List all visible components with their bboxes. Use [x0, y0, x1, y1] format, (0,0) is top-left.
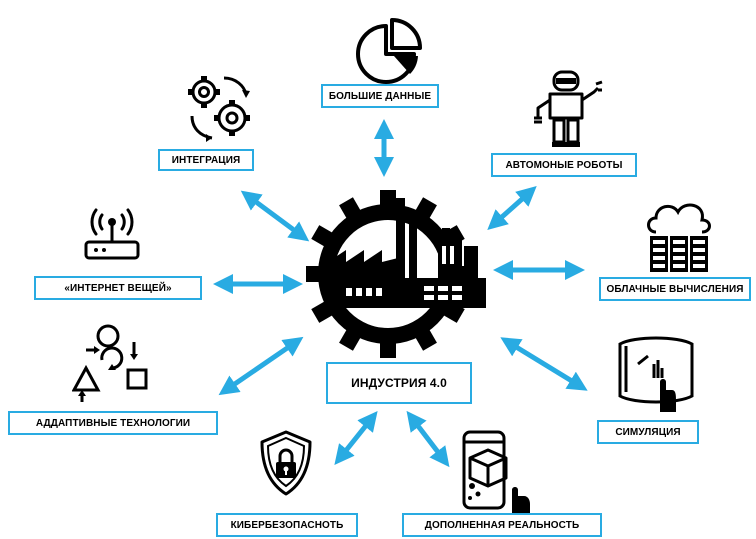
ar-tablet-icon — [462, 430, 530, 514]
shapes-cycle-icon — [72, 324, 148, 402]
robot-icon — [534, 70, 603, 147]
label-augmented-reality: ДОПОЛНЕННАЯ РЕАЛЬНОСТЬ — [402, 513, 602, 537]
arrow-cyber — [334, 410, 378, 466]
arrow-integration — [240, 190, 310, 242]
label-autonomous-robots: АВТОМОНЫЕ РОБОТЫ — [491, 153, 637, 177]
arrow-robots — [487, 186, 537, 230]
label-cyber-security: КИБЕРБЕЗОПАСНОТЬ — [216, 513, 358, 537]
arrow-simulation — [500, 337, 588, 391]
label-internet-of-things: «ИНТЕРНЕТ ВЕЩЕЙ» — [34, 276, 202, 300]
vr-screen-icon — [618, 336, 694, 412]
wifi-router-icon — [84, 208, 140, 260]
label-simulation: СИМУЛЯЦИЯ — [597, 420, 699, 444]
cloud-servers-icon — [647, 203, 711, 272]
gears-icon — [188, 76, 250, 142]
arrows-group — [213, 119, 588, 468]
pie-chart-icon — [356, 18, 422, 84]
shield-lock-icon — [260, 430, 312, 496]
label-integration: ИНТЕГРАЦИЯ — [158, 149, 254, 171]
label-big-data: БОЛЬШИЕ ДАННЫЕ — [321, 84, 439, 108]
arrow-additive — [218, 336, 304, 396]
label-industry-4-0: ИНДУСТРИЯ 4.0 — [326, 362, 472, 404]
factory-gear-icon — [306, 190, 486, 358]
arrow-ar — [406, 410, 450, 468]
label-additive-technologies: АДДАПТИВНЫЕ ТЕХНОЛОГИИ — [8, 411, 218, 435]
label-cloud-computing: ОБЛАЧНЫЕ ВЫЧИСЛЕНИЯ — [599, 277, 751, 301]
